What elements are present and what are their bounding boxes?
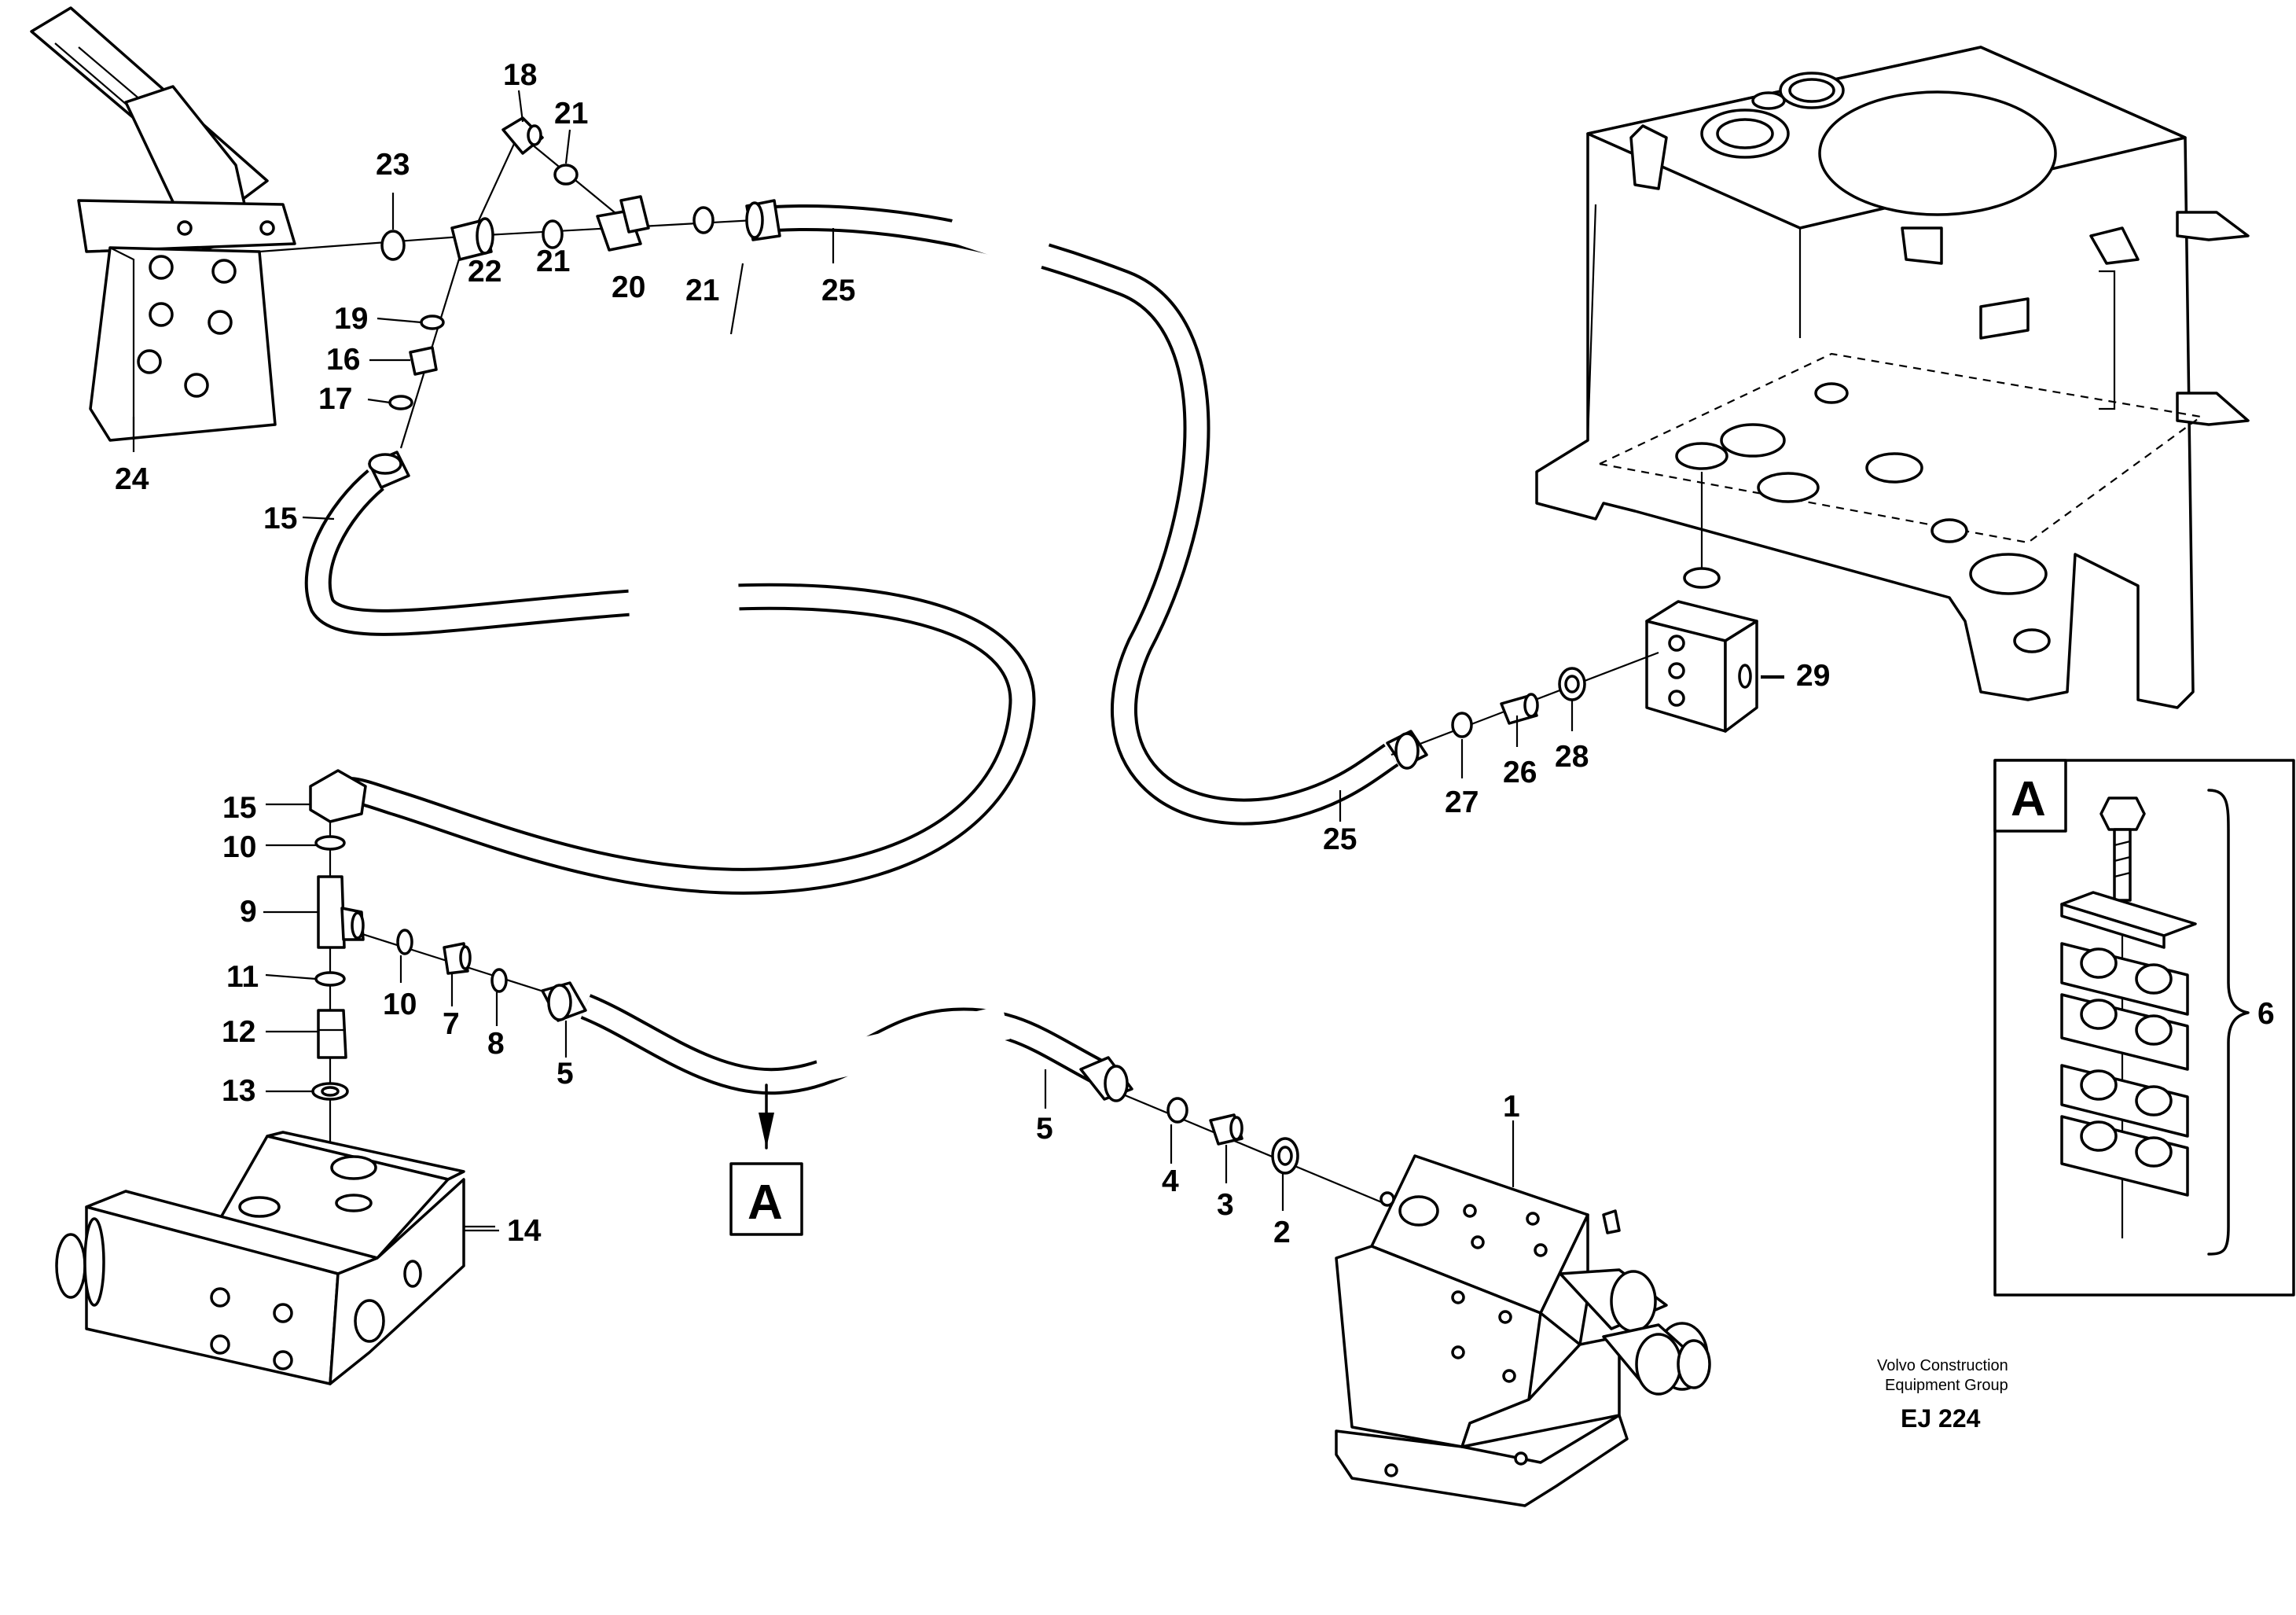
elbow-15 bbox=[309, 769, 367, 823]
detail-a-marker-label: A bbox=[748, 1175, 783, 1230]
callout-14: 14 bbox=[507, 1214, 542, 1248]
callout-21-right: 21 bbox=[685, 274, 719, 307]
o-ring-11 bbox=[314, 971, 346, 987]
adapter-26 bbox=[1500, 693, 1539, 725]
o-ring-21-top bbox=[553, 164, 579, 186]
callout-21-top: 21 bbox=[554, 97, 588, 131]
hose-end-5 bbox=[541, 981, 587, 1022]
clamp-half-3 bbox=[2060, 1064, 2189, 1138]
callout-28: 28 bbox=[1555, 740, 1589, 774]
company-line-1: Volvo Construction bbox=[1877, 1357, 2008, 1374]
callout-29: 29 bbox=[1796, 659, 1830, 693]
adapter-22 bbox=[450, 217, 494, 261]
callout-26: 26 bbox=[1503, 756, 1537, 789]
adapter-12 bbox=[317, 1009, 347, 1059]
callout-18: 18 bbox=[503, 58, 537, 92]
callout-15-bottom: 15 bbox=[222, 791, 256, 825]
o-ring-27 bbox=[1451, 712, 1473, 738]
callout-11: 11 bbox=[226, 960, 259, 994]
o-ring-4 bbox=[1166, 1097, 1188, 1124]
callout-20: 20 bbox=[612, 270, 645, 304]
solenoid-valve-14 bbox=[55, 1131, 495, 1385]
callout-numbers: 18 21 23 22 21 20 21 25 19 16 17 24 15 2… bbox=[115, 58, 2275, 1249]
callout-5-right: 5 bbox=[1036, 1112, 1053, 1146]
hose-end-25-right bbox=[1386, 730, 1428, 770]
o-ring-10 bbox=[314, 835, 346, 851]
o-ring-10-b bbox=[396, 929, 413, 955]
o-ring-23 bbox=[380, 230, 406, 261]
elbow-18 bbox=[501, 116, 544, 155]
clamp-half-4 bbox=[2060, 1115, 2189, 1197]
hose-25 bbox=[773, 204, 1399, 826]
callout-25-bottom: 25 bbox=[1323, 822, 1357, 856]
callout-23: 23 bbox=[376, 148, 410, 182]
callout-12: 12 bbox=[222, 1015, 255, 1049]
brace-6 bbox=[2207, 789, 2250, 1256]
clamp-half-1 bbox=[2060, 942, 2189, 1016]
adapter-3 bbox=[1209, 1113, 1244, 1146]
tee-9 bbox=[317, 875, 365, 949]
o-ring-21-mid bbox=[542, 219, 564, 249]
adapter-7 bbox=[443, 942, 472, 975]
drawing-code: EJ 224 bbox=[1901, 1404, 1981, 1433]
detail-a-box-label: A bbox=[2011, 772, 2046, 826]
callout-19: 19 bbox=[334, 302, 368, 336]
callout-3: 3 bbox=[1217, 1188, 1234, 1222]
clamp-half-2 bbox=[2060, 993, 2189, 1071]
o-ring-17 bbox=[388, 395, 413, 410]
nut-16 bbox=[409, 346, 438, 376]
callout-21-mid: 21 bbox=[536, 245, 570, 278]
callout-7: 7 bbox=[443, 1007, 460, 1041]
callout-5-left: 5 bbox=[557, 1057, 574, 1091]
valve-block-29 bbox=[1390, 567, 1784, 756]
o-ring-21-right bbox=[692, 206, 715, 234]
clamp-plate bbox=[2060, 891, 2197, 949]
fitting-group-top bbox=[259, 116, 781, 489]
callout-9: 9 bbox=[240, 895, 257, 929]
callout-10-left: 10 bbox=[222, 830, 256, 864]
callout-1: 1 bbox=[1503, 1090, 1520, 1124]
hydraulic-tank bbox=[1535, 46, 2250, 709]
hose-end-15-top bbox=[368, 451, 410, 489]
leader-lines bbox=[132, 90, 1784, 1232]
callout-4: 4 bbox=[1162, 1164, 1179, 1198]
fittings-2-4 bbox=[1079, 1056, 1431, 1224]
hose-end-5-right bbox=[1079, 1056, 1133, 1102]
clamp-bolt bbox=[2099, 796, 2146, 1238]
hose-end-25 bbox=[745, 199, 781, 241]
callout-8: 8 bbox=[487, 1027, 505, 1061]
callout-15-top: 15 bbox=[263, 502, 297, 535]
callout-16: 16 bbox=[326, 343, 360, 377]
callout-25-top: 25 bbox=[821, 274, 855, 307]
hose-5 bbox=[580, 994, 1115, 1095]
o-ring-19 bbox=[420, 315, 445, 330]
footer: Volvo Construction Equipment Group EJ 22… bbox=[1877, 1357, 2008, 1433]
tee-20 bbox=[596, 195, 650, 252]
callout-27: 27 bbox=[1445, 785, 1479, 819]
detail-a-box: A bbox=[1993, 759, 2295, 1297]
callout-17: 17 bbox=[318, 382, 352, 416]
callout-13: 13 bbox=[222, 1074, 255, 1108]
hose-15 bbox=[304, 469, 1036, 895]
callout-22: 22 bbox=[468, 255, 501, 289]
fitting-stack-left bbox=[309, 769, 587, 1164]
callout-2: 2 bbox=[1273, 1216, 1291, 1249]
company-line-2: Equipment Group bbox=[1885, 1377, 2008, 1394]
detail-a-marker: A bbox=[729, 1083, 803, 1236]
fittings-26-28 bbox=[1386, 667, 1586, 770]
callout-10-right: 10 bbox=[383, 988, 417, 1021]
callout-6: 6 bbox=[2257, 997, 2275, 1031]
o-ring-8 bbox=[490, 968, 508, 993]
pedal-valve-24 bbox=[30, 6, 296, 442]
valve-block-1 bbox=[1335, 1154, 1711, 1507]
callout-24: 24 bbox=[115, 462, 149, 496]
